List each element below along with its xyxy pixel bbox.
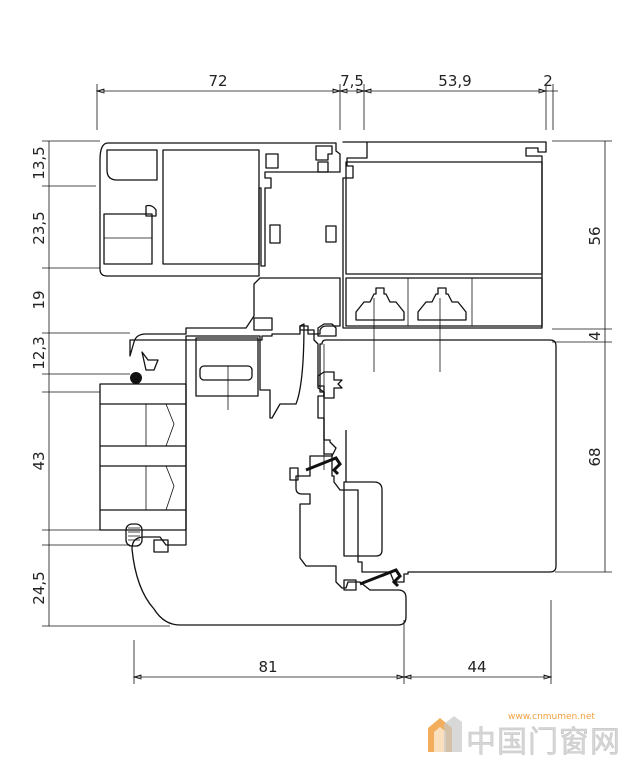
top-dimension-labels: 72 7,5 53,9 2: [208, 72, 552, 90]
thermal-break-struts: [355, 287, 467, 372]
right-dimension-lines: [552, 140, 612, 573]
dim-label-24-5: 24,5: [30, 571, 48, 604]
right-dimension-labels: 56 4 68: [586, 226, 604, 466]
right-panel-profile: [317, 339, 557, 583]
dim-label-56: 56: [586, 226, 604, 245]
dim-label-44: 44: [467, 658, 486, 676]
outer-frame-profile: [99, 141, 547, 329]
dim-label-72: 72: [208, 72, 227, 90]
dim-label-19: 19: [30, 290, 48, 309]
left-dimension-labels: 13,5 23,5 19 12,3 43 24,5: [30, 146, 48, 604]
dim-label-23-5: 23,5: [30, 211, 48, 244]
dim-label-81: 81: [258, 658, 277, 676]
watermark-url: www.cnmumen.net: [508, 712, 595, 722]
house-logo-icon: [428, 716, 462, 752]
dim-label-43: 43: [30, 451, 48, 470]
sash-profile: [125, 323, 407, 626]
watermark: www.cnmumen.net 中国门窗网: [428, 712, 621, 760]
left-dimension-lines: [42, 140, 170, 627]
dim-label-2: 2: [543, 72, 553, 90]
dim-label-68: 68: [586, 447, 604, 466]
dim-label-13-5: 13,5: [30, 146, 48, 179]
top-dimension-lines: [95, 84, 558, 130]
dim-label-7-5: 7,5: [340, 72, 364, 90]
glass-pane: [99, 383, 187, 531]
bottom-dimension-lines: [132, 600, 553, 684]
dim-label-12-3: 12,3: [30, 336, 48, 369]
glazing-bead-clip: [317, 323, 337, 337]
dim-label-53-9: 53,9: [438, 72, 471, 90]
watermark-name: 中国门窗网: [466, 725, 621, 760]
middle-transom-profile: [129, 277, 341, 410]
bottom-dimension-labels: 81 44: [258, 658, 486, 676]
dim-label-4: 4: [586, 331, 604, 341]
